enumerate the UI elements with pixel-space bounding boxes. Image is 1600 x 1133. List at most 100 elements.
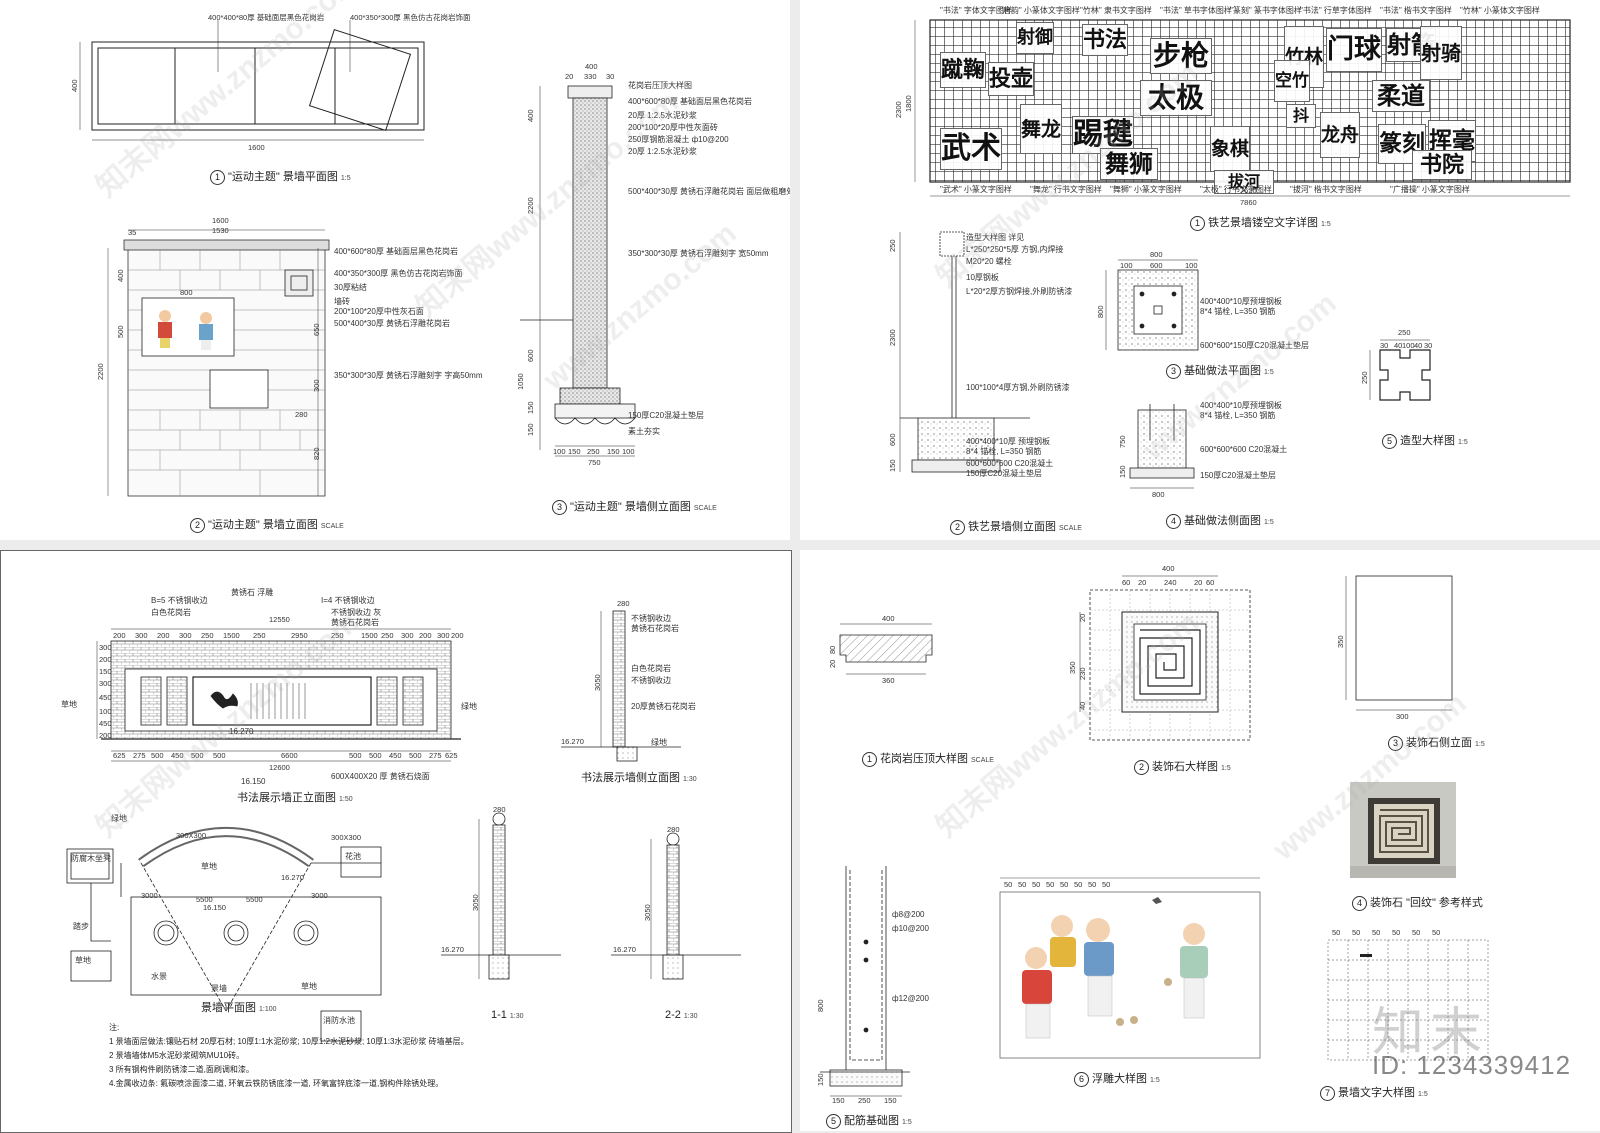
sport-wall-elevation [107, 229, 330, 497]
s22-level: 16.270 [613, 945, 636, 954]
fplan-note: 8*4 锚栓, L=350 钢筋 [1200, 307, 1276, 316]
calligraphy-tile: 门球 [1326, 28, 1382, 72]
iron-bottom-note: "舞狮" 小篆文字图样 [1110, 185, 1182, 194]
iron-side-note: M20*20 螺栓 [966, 257, 1012, 266]
fside-note: 600*600*600 C20混凝土 [1200, 445, 1288, 454]
text-grid-dim: 50 [1352, 928, 1361, 937]
calligraphy-side-elevation [561, 610, 681, 762]
elev-dim-35: 35 [128, 228, 137, 237]
side-dim-h2200: 2200 [526, 197, 535, 214]
rebar-b250: 250 [858, 1096, 871, 1105]
front-top-dim: 300 [179, 631, 192, 640]
front-left-dim: 300 [99, 643, 112, 652]
calligraphy-tile: 书法 [1082, 24, 1128, 56]
huiwen-reference-photo [1350, 782, 1456, 878]
rebar-h800: 800 [816, 999, 825, 1012]
fside-note: 150厚C20混凝土垫层 [1200, 471, 1277, 480]
deco-stone-detail [1079, 575, 1251, 741]
iron-top-note: "书法" 草书字体图样 [1160, 6, 1232, 15]
plan3-note: 踏步 [73, 922, 89, 931]
front-top-dim: 200 [419, 631, 432, 640]
side-dim-total: 750 [588, 458, 601, 467]
deco-e: 60 [1206, 578, 1215, 587]
calligraphy-tile: 象棋 [1210, 126, 1250, 172]
iron-bottom-note: "舞龙" 行书文字图样 [1030, 185, 1102, 194]
notes-list: 1 景墙面层做法:镶贴石材 20厚石材; 10厚1:1水泥砂浆; 10厚1:2水… [109, 1035, 469, 1091]
fside-w: 800 [1152, 490, 1165, 499]
details-drawings [820, 575, 1489, 1097]
side-dim-h150: 150 [526, 401, 535, 414]
calligraphy-tile: 步枪 [1150, 38, 1212, 74]
relief-dim: 50 [1060, 880, 1069, 889]
iron-side-note: 600*600*600 C20混凝土 [966, 459, 1054, 468]
s22-h: 3050 [643, 904, 652, 921]
cap-top: 400 [882, 614, 895, 623]
front-top-dim: 250 [381, 631, 394, 640]
s11-h: 3050 [471, 894, 480, 911]
side3-note: 20厚黄锈石花岗岩 [631, 702, 696, 711]
plan3-level: 16.150 [203, 903, 226, 912]
iron-side-note: L*20*2厚方钢焊接,外刷防锈漆 [966, 287, 1073, 296]
elevation-note: 30厚粘结 [334, 283, 367, 292]
iron-top-note: "唐韵" 小篆体文字图样 [1000, 6, 1080, 15]
calligraphy-tile: 投壶 [988, 62, 1034, 96]
construction-note: 4.金属收边条: 氟碳喷涂面漆二道, 环氧云铁防锈底漆一道, 环氧富锌底漆一道,… [109, 1079, 444, 1088]
iron-side-note: 100*100*4厚方钢,外刷防锈漆 [966, 383, 1070, 392]
construction-note: 1 景墙面层做法:镶贴石材 20厚石材; 10厚1:1水泥砂浆; 10厚1:2水… [109, 1037, 469, 1046]
relief-dim: 50 [1102, 880, 1111, 889]
iron-dim-h: 1800 [904, 95, 913, 112]
notes-title: 注: [109, 1023, 120, 1032]
front-top-dim: 300 [135, 631, 148, 640]
fplan-note: 400*400*10厚预埋钢板 [1200, 297, 1282, 306]
side3-note: 绿地 [651, 738, 667, 747]
granite-cap-detail [839, 623, 933, 675]
elev-dim-820: 820 [312, 447, 321, 460]
relief-dim: 50 [1018, 880, 1027, 889]
deco-b: 20 [1138, 578, 1147, 587]
side-dim-b100: 100 [553, 447, 566, 456]
calligraphy-tile: 书院 [1412, 150, 1472, 180]
side-section-note: 350*300*30厚 黄锈石浮雕刻字 宽50mm [628, 249, 769, 258]
calligraphy-tile: 踢毽 [1072, 116, 1134, 154]
iron-side-h150: 150 [888, 459, 897, 472]
iron-top-note: "书法" 字体文字图样 [940, 6, 1012, 15]
calligraphy-tile: 武术 [940, 128, 1002, 170]
side-dim-b250: 250 [587, 447, 600, 456]
cap-h80: 80 [828, 645, 837, 654]
profile-c: 100 [1402, 341, 1415, 350]
plan3-note: 景墙 [211, 984, 227, 993]
fside-h750: 750 [1118, 435, 1127, 448]
brand-logo-mark: 知末 [1372, 1003, 1489, 1063]
fplan-h: 800 [1096, 305, 1105, 318]
front-top-dim: 250 [331, 631, 344, 640]
text-grid-dim: 50 [1412, 928, 1421, 937]
front-bottom-dim: 275 [429, 751, 442, 760]
rebar-b150b: 150 [884, 1096, 897, 1105]
plan3-note: 绿地 [111, 814, 127, 823]
s22-top: 280 [667, 825, 680, 834]
plan3-block2: 300X300 [331, 833, 362, 842]
front-total-bottom: 12600 [269, 763, 290, 772]
iron-side-elev [899, 231, 1030, 473]
deco-d: 20 [1194, 578, 1203, 587]
calligraphy-tile: 篆刻 [1378, 124, 1426, 164]
front-note: 白色花岗岩 [151, 608, 191, 617]
iron-dim-w: 7620 [1240, 186, 1257, 195]
profile-h: 250 [1360, 371, 1369, 384]
elev-dim-800: 800 [180, 288, 193, 297]
front-note: 草地 [61, 700, 77, 709]
iron-side-note: 150厚C20混凝土垫层 [966, 469, 1043, 478]
plan3-level2: 16.270 [281, 873, 304, 882]
front-left-dim: 450 [99, 693, 112, 702]
fplan-w: 800 [1150, 250, 1163, 259]
calligraphy-tile: 空竹 [1274, 60, 1310, 102]
